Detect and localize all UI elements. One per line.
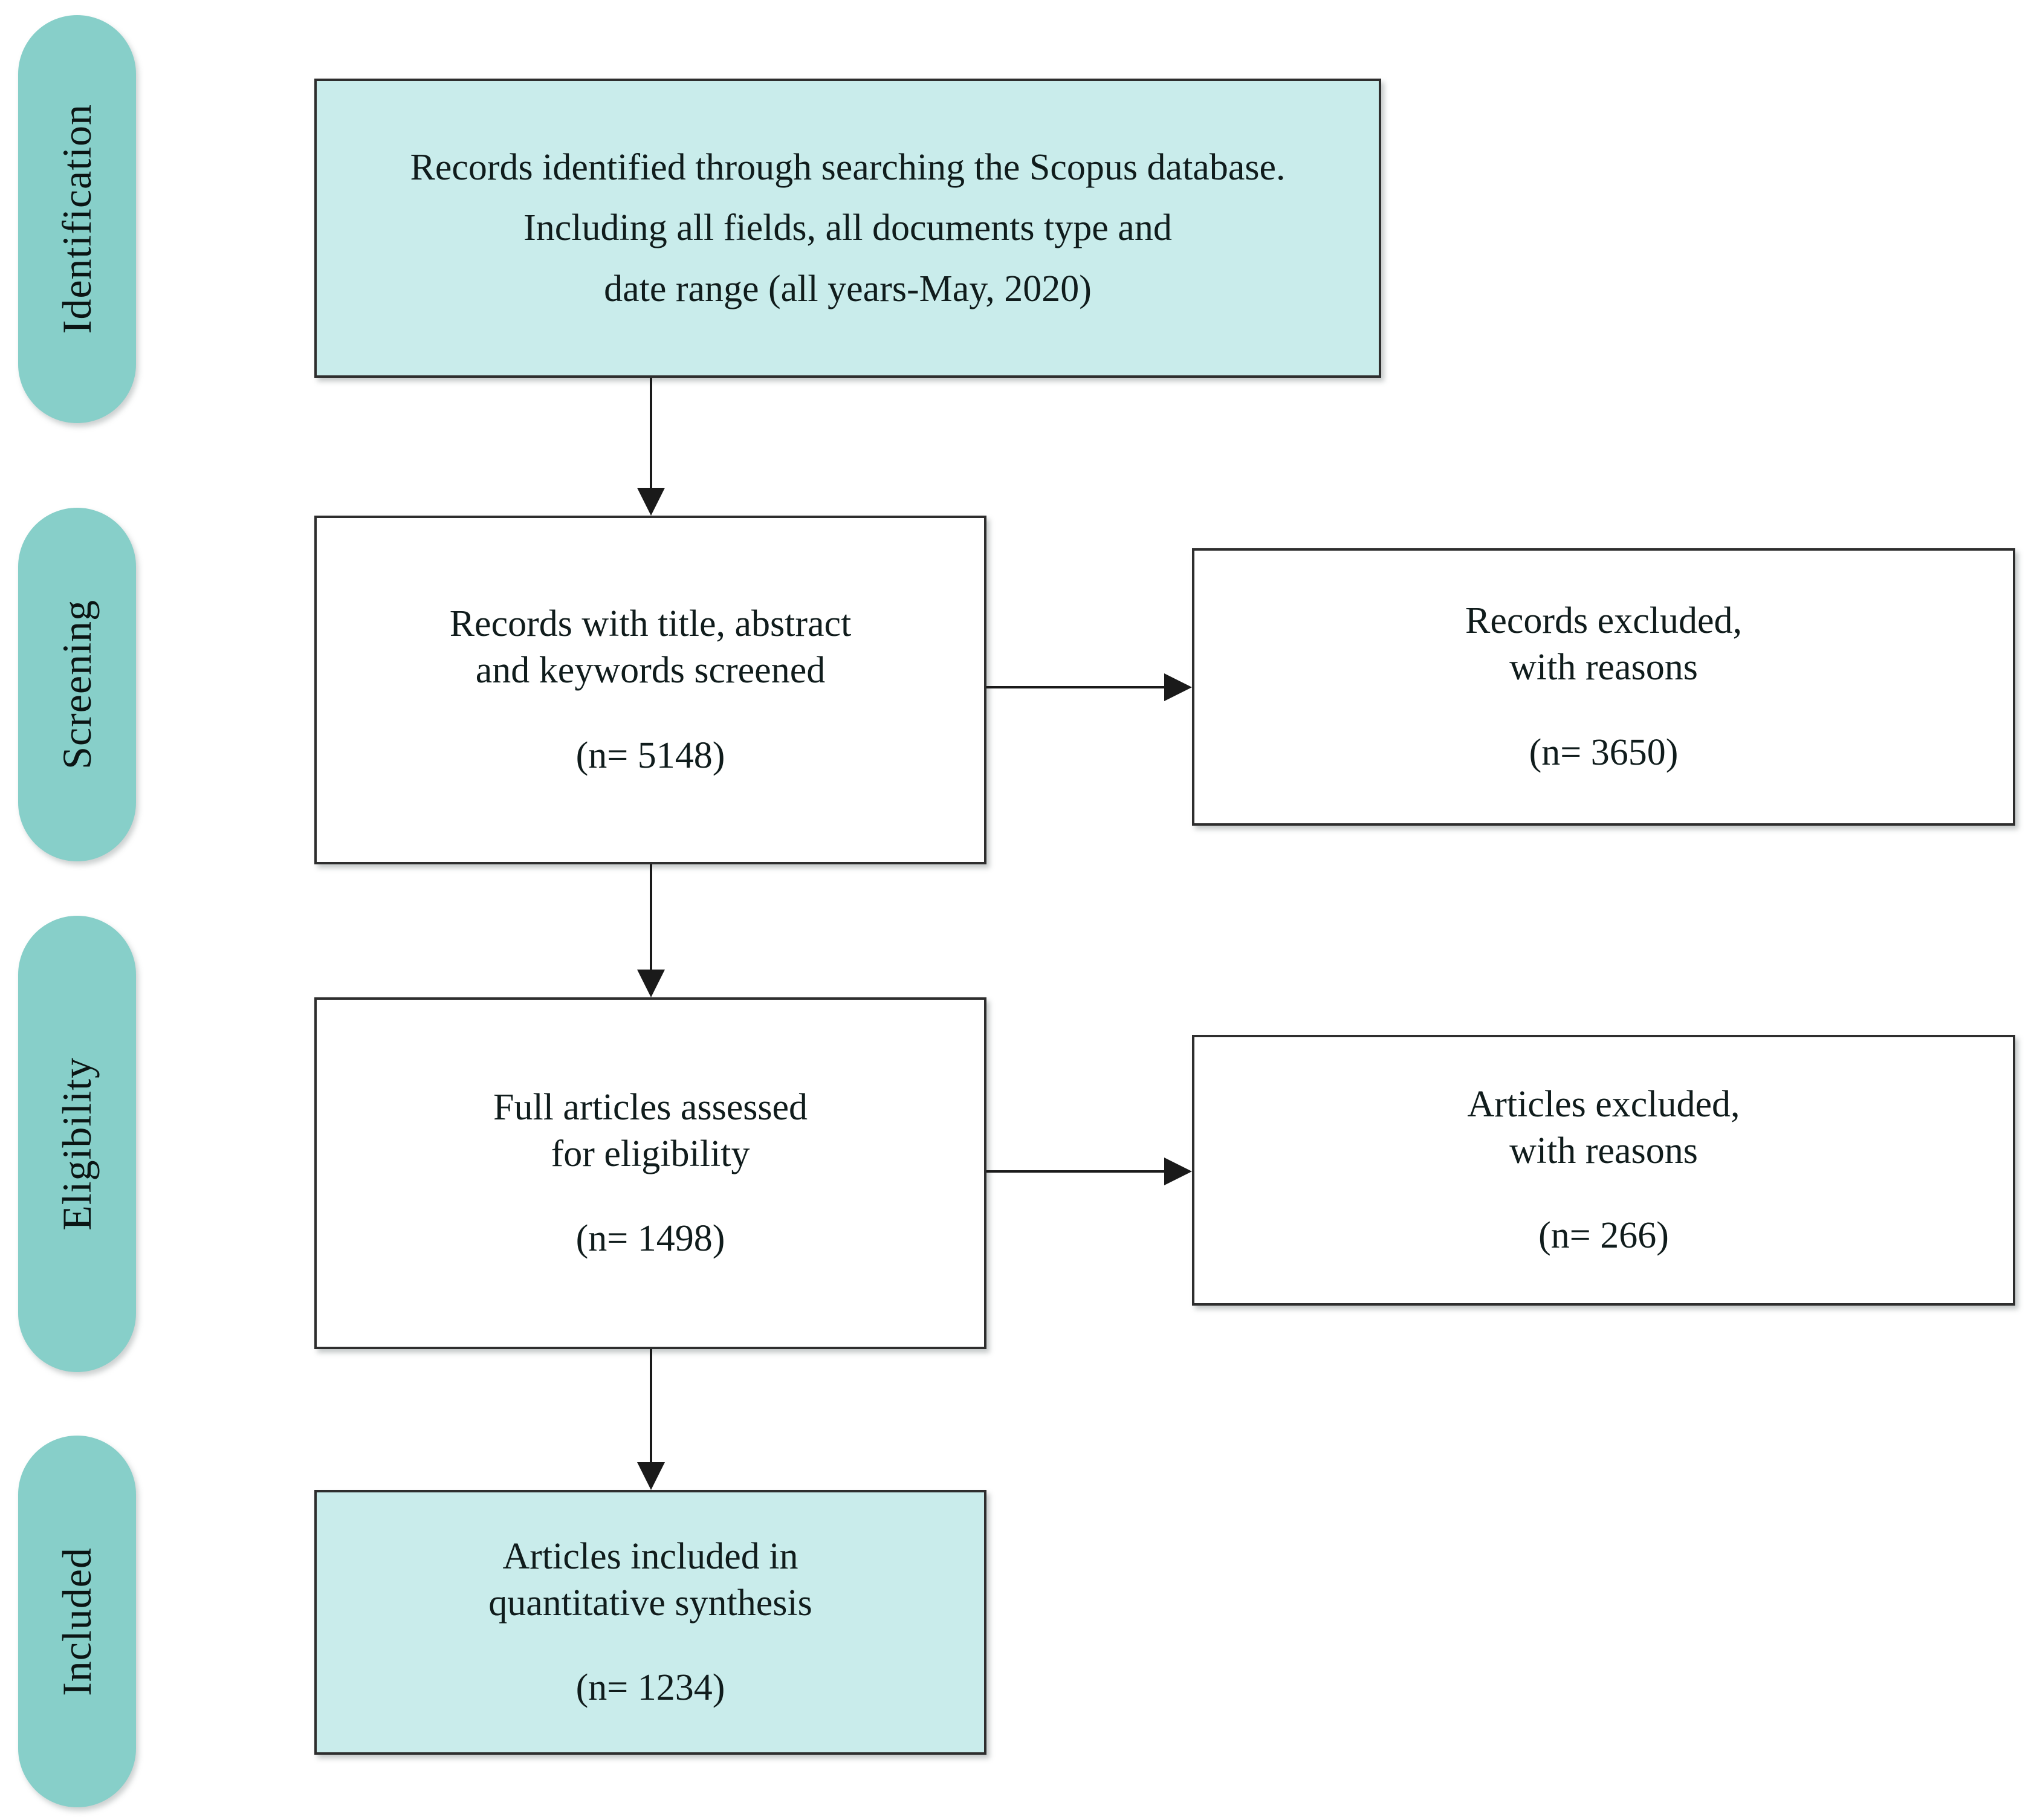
identified-line-1: Records identified through searching the… xyxy=(410,146,1286,188)
included-line-1: Articles included in xyxy=(502,1535,798,1577)
articles-excluded-count: (n= 266) xyxy=(1538,1215,1669,1257)
stage-label-included: Included xyxy=(54,1547,100,1696)
stage-pill-identification: Identification xyxy=(18,15,136,423)
included-line-2: quantitative synthesis xyxy=(488,1582,812,1624)
arrow-line-eligibility-to-excluded xyxy=(986,1170,1167,1173)
articles-excluded-line-1: Articles excluded, xyxy=(1467,1083,1740,1125)
records-excluded-line-2: with reasons xyxy=(1509,647,1698,688)
arrow-line-identified-to-screened xyxy=(650,378,652,490)
included-node: Articles included in quantitative synthe… xyxy=(314,1490,986,1755)
identified-line-2: Including all fields, all documents type… xyxy=(523,207,1172,249)
records-excluded-node: Records excluded, with reasons (n= 3650) xyxy=(1192,548,2015,826)
articles-excluded-node: Articles excluded, with reasons (n= 266) xyxy=(1192,1035,2015,1306)
stage-pill-eligibility: Eligibility xyxy=(18,916,136,1372)
arrow-right-icon xyxy=(1164,1158,1192,1185)
identified-records-text: Records identified through searching the… xyxy=(410,137,1286,319)
screened-records-node: Records with title, abstract and keyword… xyxy=(314,516,986,864)
identified-records-node: Records identified through searching the… xyxy=(314,79,1381,378)
screened-line-1: Records with title, abstract xyxy=(449,603,852,645)
screened-line-2: and keywords screened xyxy=(475,650,826,691)
records-excluded-count: (n= 3650) xyxy=(1529,731,1679,773)
eligibility-line-2: for eligibility xyxy=(551,1133,750,1174)
stage-label-identification: Identification xyxy=(54,104,100,334)
arrow-down-icon xyxy=(637,488,665,516)
arrow-right-icon xyxy=(1164,673,1192,701)
arrow-down-icon xyxy=(637,1462,665,1490)
identified-line-3: date range (all years-May, 2020) xyxy=(604,268,1092,309)
eligibility-line-1: Full articles assessed xyxy=(493,1086,808,1128)
arrow-down-icon xyxy=(637,970,665,997)
arrow-line-screened-to-eligibility xyxy=(650,864,652,973)
stage-label-eligibility: Eligibility xyxy=(54,1057,100,1231)
stage-pill-included: Included xyxy=(18,1436,136,1807)
eligibility-text: Full articles assessed for eligibility (… xyxy=(493,1084,808,1263)
arrow-line-eligibility-to-included xyxy=(650,1349,652,1465)
stage-label-screening: Screening xyxy=(54,600,100,769)
stage-pill-screening: Screening xyxy=(18,508,136,861)
screened-count: (n= 5148) xyxy=(575,734,725,776)
records-excluded-line-1: Records excluded, xyxy=(1465,600,1742,642)
records-excluded-text: Records excluded, with reasons (n= 3650) xyxy=(1465,598,1742,776)
articles-excluded-line-2: with reasons xyxy=(1509,1130,1698,1171)
included-count: (n= 1234) xyxy=(575,1667,725,1709)
eligibility-node: Full articles assessed for eligibility (… xyxy=(314,997,986,1349)
included-text: Articles included in quantitative synthe… xyxy=(488,1533,812,1712)
arrow-line-screened-to-excluded xyxy=(986,686,1167,688)
screened-records-text: Records with title, abstract and keyword… xyxy=(450,601,852,779)
articles-excluded-text: Articles excluded, with reasons (n= 266) xyxy=(1467,1081,1740,1260)
eligibility-count: (n= 1498) xyxy=(575,1218,725,1260)
